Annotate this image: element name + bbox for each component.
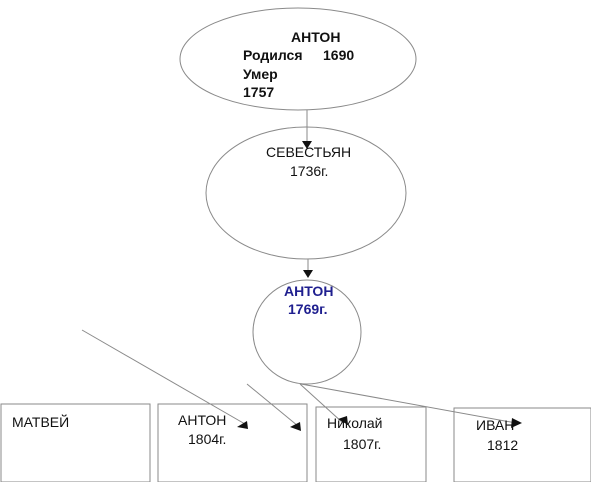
grandson-name: АНТОН <box>284 283 334 299</box>
root-born-year: 1690 <box>323 47 355 63</box>
grandson-year: 1769г. <box>288 301 328 317</box>
son-name: СЕВЕСТЬЯН <box>266 144 352 160</box>
child-year-ivan: 1812 <box>487 437 519 453</box>
connector-to-nikolai <box>299 383 344 424</box>
child-year-nikolai: 1807г. <box>343 436 382 452</box>
arrowhead-root-son <box>302 141 312 149</box>
child-box-nikolai <box>315 406 427 482</box>
node-grandson-ellipse <box>252 279 362 385</box>
arrowhead-to-nikolai <box>338 416 348 425</box>
root-died-label: Умер <box>243 66 278 82</box>
son-year: 1736г. <box>290 163 329 179</box>
child-name-anton: АНТОН <box>178 412 227 428</box>
child-name-nikolai: Николай <box>327 415 383 431</box>
root-born-label: Родился <box>243 47 303 63</box>
child-name-ivan: ИВАН <box>476 417 515 433</box>
connector-to-ivan <box>300 383 517 424</box>
arrowhead-to-nikolai-box <box>290 422 301 431</box>
connector-to-anton <box>81 329 246 425</box>
child-box-matvei <box>0 403 151 482</box>
arrowhead-to-ivan <box>511 418 522 428</box>
child-box-ivan <box>453 407 591 482</box>
child-year-anton: 1804г. <box>188 431 227 447</box>
root-died-year: 1757 <box>243 84 275 100</box>
connector-to-nikolai-box <box>246 383 299 427</box>
node-root-ellipse <box>179 7 417 111</box>
root-name: АНТОН <box>291 29 341 45</box>
node-son-ellipse <box>205 126 407 260</box>
child-name-matvei: МАТВЕЙ <box>12 414 70 430</box>
arrowhead-son-grandson <box>303 270 313 278</box>
arrowhead-to-anton <box>237 421 248 429</box>
child-box-anton <box>157 403 308 482</box>
